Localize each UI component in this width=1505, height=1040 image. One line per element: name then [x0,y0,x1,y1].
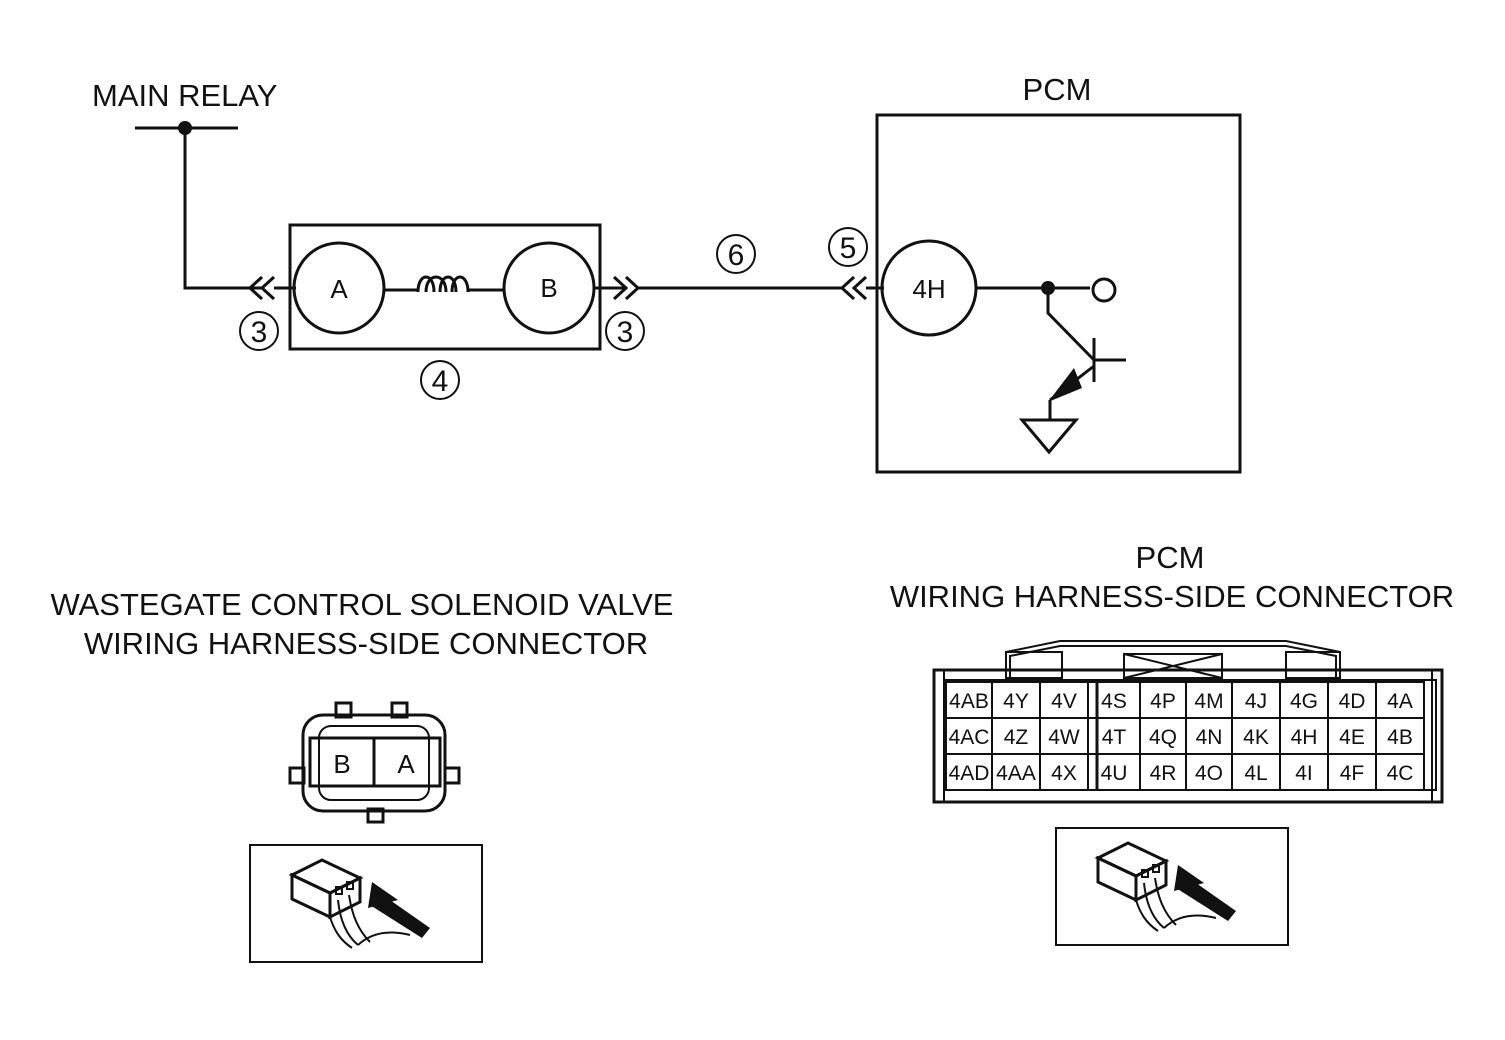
pcm-pin-label: 4F [1340,762,1365,785]
pcm-pin-label: 4L [1244,762,1267,785]
pcm-pin-label: 4AB [949,690,989,713]
pcm-pin-grid: 4AB 4Y 4V 4S 4P 4M 4J 4G 4D 4A 4AC 4Z 4W 4T 4Q 4N 4K 4H 4E… [945,681,1425,791]
svg-text:4: 4 [432,365,449,398]
pcm-pin-label: 4O [1195,762,1223,785]
callout-pcm-connector: 5 [828,227,868,267]
pcm-pin-label: 4D [1339,690,1366,713]
pcm-label: PCM [1023,72,1092,107]
pcm-box [875,113,1242,474]
pcm-pin-label: 4AC [949,726,990,749]
callout-solenoid: 4 [420,360,460,400]
pcm-pin-label: 4H [1291,726,1318,749]
callout-right-connector: 3 [605,311,645,351]
pcm-harness-side-view-icon [1055,827,1289,946]
connector-symbol-pcm [839,275,868,301]
pcm-pin-label: 4Z [1004,726,1029,749]
pcm-pin-cell [1375,753,1425,791]
pcm-pin-label: 4G [1290,690,1318,713]
pcm-pin-label: 4AD [949,762,990,785]
connector-symbol-left [247,275,276,301]
pcm-connector-title-2: WIRING HARNESS-SIDE CONNECTOR [890,579,1454,614]
terminal-a-label: A [330,274,348,304]
transistor-symbol [976,277,1126,455]
pcm-pin-label: 4N [1196,726,1223,749]
pcm-pin-label: 4S [1101,690,1127,713]
pcm-connector-title-1: PCM [1136,540,1205,575]
svg-text:3: 3 [617,316,634,349]
pcm-pin-label: 4R [1150,762,1177,785]
solenoid-pin-b: B [333,749,350,779]
pcm-pin-label: 4W [1048,726,1080,749]
pcm-pin-label: 4P [1150,690,1176,713]
pcm-pin-label: 4A [1387,690,1413,713]
ground-symbol [1018,418,1080,455]
pcm-pin-label: 4T [1102,726,1127,749]
pcm-pin-label: 4I [1295,762,1313,785]
solenoid-connector-title-2: WIRING HARNESS-SIDE CONNECTOR [84,626,648,661]
callout-wire: 6 [716,234,756,274]
pcm-terminal-label: 4H [912,274,945,304]
pcm-pin-label: 4K [1243,726,1269,749]
pcm-pin-label: 4E [1339,726,1365,749]
terminal-b-label: B [540,273,557,303]
solenoid-pin-a: A [397,749,415,779]
pcm-pin-label: 4X [1051,762,1077,785]
solenoid-connector-housing [301,713,447,813]
pcm-pin-label: 4C [1387,762,1414,785]
svg-text:6: 6 [728,239,745,272]
pcm-pin-label: 4U [1101,762,1128,785]
pcm-pin-label: 4AA [996,762,1036,785]
solenoid-connector-title-1: WASTEGATE CONTROL SOLENOID VALVE [51,587,674,622]
solenoid-coil-symbol [384,275,504,293]
solenoid-connector-view: WASTEGATE CONTROL SOLENOID VALVE WIRING … [51,587,674,963]
pcm-pin-label: 4Q [1149,726,1177,749]
pcm-pin-label: 4Y [1003,690,1029,713]
svg-text:5: 5 [840,232,857,265]
pcm-connector-housing [932,668,1444,804]
pcm-pin-label: 4M [1194,690,1223,713]
harness-side-view-icon [249,844,483,963]
callout-left-connector: 3 [239,311,279,351]
pcm-pin-label: 4B [1387,726,1413,749]
svg-text:3: 3 [251,316,268,349]
pcm-pin-label: 4J [1245,690,1267,713]
pcm-pin-label: 4V [1051,690,1077,713]
circuit-schematic: MAIN RELAY A B [92,72,1242,474]
main-relay-label: MAIN RELAY [92,78,277,113]
wire-main-relay-to-solenoid [183,128,262,290]
terminal-a-circle [292,241,386,335]
pcm-connector-latch [1005,640,1341,679]
